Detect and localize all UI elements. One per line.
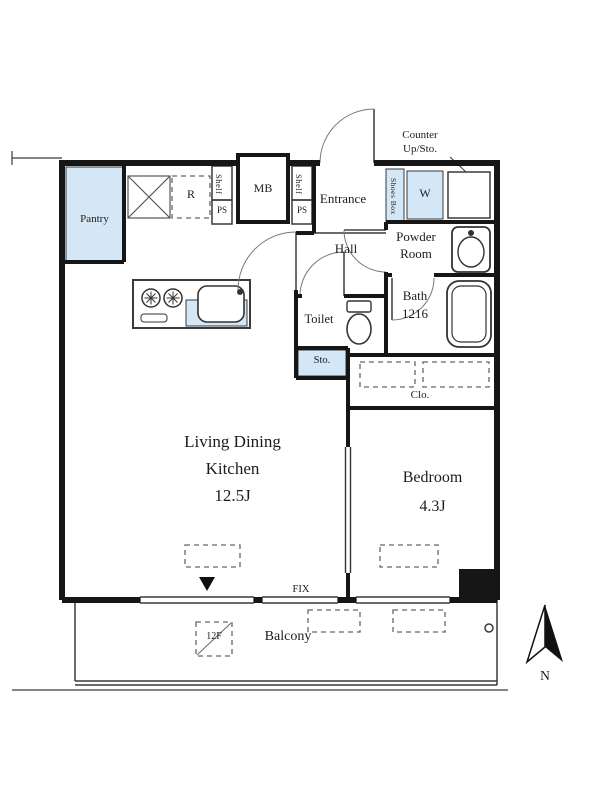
washer-area [406, 170, 444, 220]
counter-note-line1: Counter [402, 129, 438, 141]
meter-box [236, 153, 290, 224]
outer-walls [59, 160, 500, 603]
dashed-items [171, 175, 490, 657]
kitchen-counter [132, 279, 251, 329]
ldk-size: 12.5J [214, 486, 251, 506]
storage-area [297, 349, 347, 377]
bedroom-name: Bedroom [402, 469, 463, 486]
shelf-label-2: Shelf [294, 173, 305, 195]
north-compass-icon [525, 604, 563, 665]
shoes-box-label: Shoes Box [389, 177, 398, 215]
bedroom-label: Bedroom 4.3J [385, 464, 480, 522]
washer-label: W [419, 186, 431, 200]
toilet-storage-walls [294, 294, 386, 408]
closet-label: Clo. [410, 389, 430, 401]
toilet-door-arc [299, 251, 345, 297]
compass-north-label: N [540, 668, 550, 683]
refrigerator-label: R [186, 187, 195, 201]
closet-shelf-2 [422, 361, 490, 388]
counter-note-line2: Up/Sto. [403, 143, 437, 156]
stove-grill [140, 313, 168, 323]
cupboard-hatch [127, 175, 171, 219]
pantry-label: Pantry [80, 213, 109, 225]
boundary-stub-top [11, 151, 62, 165]
powder-room-line1: Powder [396, 229, 436, 244]
entrance-label: Entrance [319, 191, 367, 206]
bedroom-size: 4.3J [419, 497, 446, 515]
balcony-outline [74, 600, 498, 686]
balcony-unit-space-1 [307, 609, 361, 633]
kitchen-sink-icon [197, 285, 245, 323]
closet-shelf-1 [359, 361, 416, 388]
bath-door-arc [391, 277, 435, 321]
wall-top-right [374, 160, 500, 600]
ps-label-1: PS [216, 205, 227, 215]
bedroom-window [355, 596, 451, 604]
bedroom-sliding-door [344, 447, 352, 573]
windows [139, 596, 451, 604]
counter-storage-box [447, 171, 491, 219]
floor-hatch-label: 12F [206, 631, 222, 642]
fixture-icons [140, 226, 492, 348]
interior-walls [62, 163, 497, 600]
meter-box-label: MB [253, 181, 273, 195]
bath-label: Bath 1216 [386, 287, 444, 322]
pantry-walls [62, 163, 126, 264]
evacuation-hatch [195, 621, 233, 657]
balcony-access-marker [199, 577, 215, 591]
ps-box-1 [211, 199, 233, 225]
compass-light-half [525, 604, 546, 665]
powder-bath-walls [348, 220, 497, 357]
bath-name: Bath [402, 288, 428, 303]
bedroom-ac-space [379, 544, 439, 568]
toilet-label: Toilet [304, 312, 334, 326]
washbasin-bowl [457, 236, 485, 268]
stove-burner-1-flame [144, 291, 158, 305]
storage-label: Sto. [313, 355, 331, 366]
toilet-tank [346, 300, 372, 313]
powder-room-line2: Room [400, 245, 432, 261]
cupboard-box [127, 175, 171, 219]
washbasin-faucet [468, 230, 474, 236]
doors [237, 108, 435, 573]
bath-size: 1216 [402, 305, 428, 321]
balcony-unit-space-2 [392, 609, 446, 633]
hatch-diagonal [196, 622, 232, 656]
bathtub-inner [451, 285, 487, 343]
compass-dark-half [545, 605, 563, 662]
ps-label-2: PS [296, 205, 307, 215]
ldk-line2: Kitchen [205, 459, 260, 479]
hall-label: Hall [334, 241, 358, 256]
balcony-drain-circle [484, 623, 494, 633]
balcony-label: Balcony [264, 629, 312, 644]
shelf-label-1: Shelf [214, 173, 225, 195]
entrance-door-arc [319, 108, 375, 164]
fix-window [261, 596, 339, 604]
structure-column [459, 569, 497, 600]
ldk-door-arc [237, 231, 297, 291]
sink-faucet [237, 289, 243, 295]
fix-window-label: FIX [292, 584, 310, 595]
stove-burner-2-flame [166, 291, 180, 305]
ldk-line1: Living Dining [184, 432, 281, 451]
pantry-area [65, 166, 124, 262]
ldk-ac-space [184, 544, 241, 568]
refrigerator-space [171, 175, 211, 219]
wall-left-top [59, 160, 238, 600]
powder-door-arc [343, 229, 387, 273]
cupboard-x-lines [127, 175, 171, 219]
toilet-icon [346, 313, 372, 345]
ldk-sliding-window [139, 596, 255, 604]
